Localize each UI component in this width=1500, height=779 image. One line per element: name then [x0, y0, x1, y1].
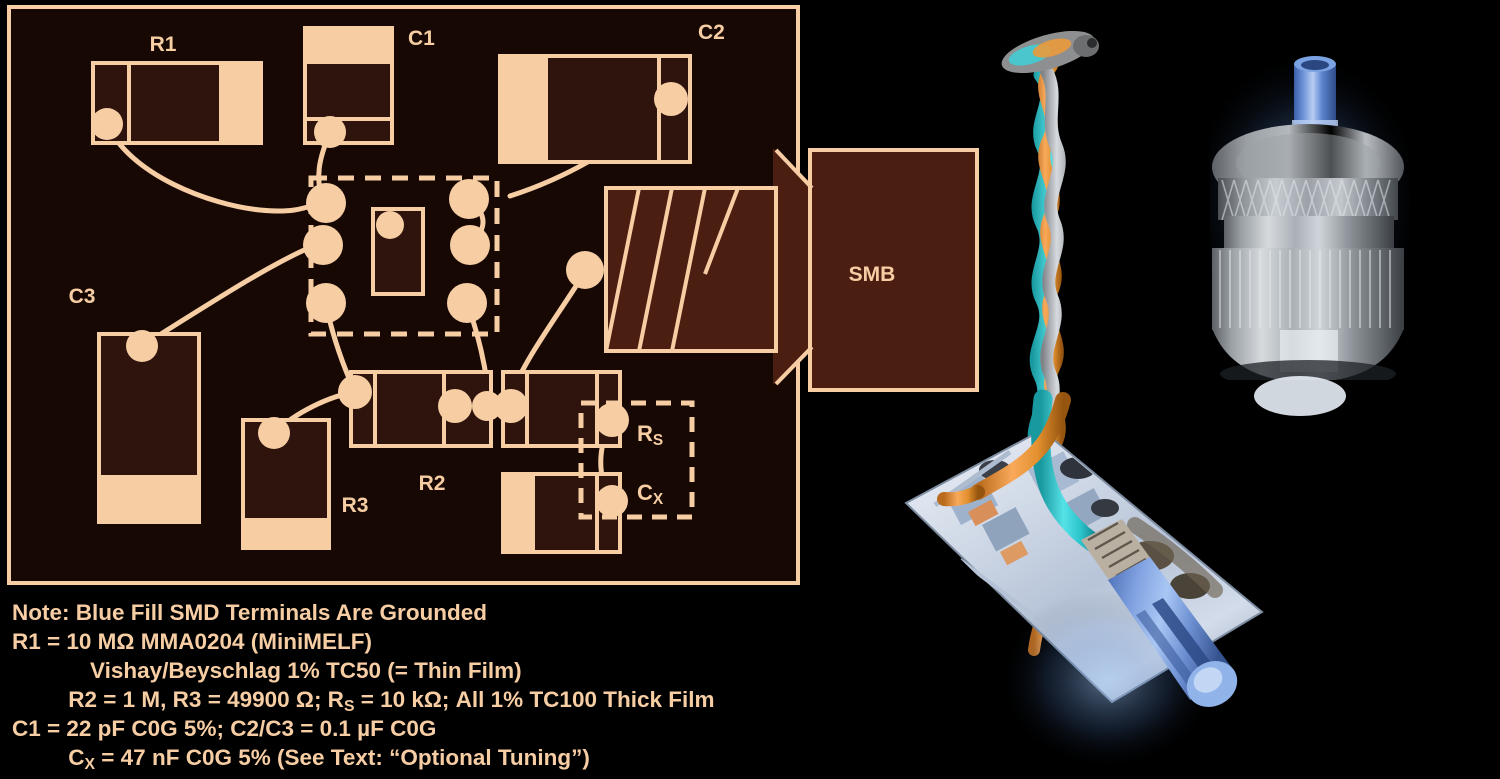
ic-pad-left-3: [306, 283, 346, 323]
caption-line-1: Note: Blue Fill SMD Terminals Are Ground…: [12, 600, 487, 625]
ic-pad-left-1: [306, 183, 346, 223]
cx-pad-right: [596, 485, 628, 517]
label-cx-main: C: [637, 480, 653, 505]
cx-left-terminal: [503, 474, 535, 552]
pcb-detail-flux: [1127, 517, 1223, 598]
label-rs-sub: S: [653, 432, 663, 449]
wire-tip-shadow: [1087, 38, 1097, 48]
pcb-photo-wires: [937, 389, 1108, 556]
ic-pad-right-2: [450, 225, 490, 265]
connector-pin-bore: [1301, 60, 1329, 70]
label-cx-sub: X: [653, 491, 664, 508]
c3-pad-top: [126, 330, 158, 362]
photo-top-highlight: [1254, 376, 1346, 416]
label-smb: SMB: [849, 263, 896, 286]
label-cx: CX: [637, 480, 664, 508]
component-cx: [501, 472, 628, 554]
c1-top-terminal: [305, 28, 392, 64]
pcb-detail-resistor-1: [967, 499, 999, 527]
pcb-photo-blue-connector: [998, 519, 1238, 770]
label-rs: RS: [637, 421, 663, 449]
pcb-detail-pad-2: [982, 507, 1030, 552]
label-rs-main: R: [637, 421, 653, 446]
c2-pad-right: [654, 82, 688, 116]
rs-cx-dashed-outline: [578, 400, 695, 520]
smb-hatch-region: [604, 186, 778, 353]
ic-pin1-dot: [376, 211, 404, 239]
caption-line-4-a: R2 = 1 M, R3 = 49900 Ω; R: [68, 687, 344, 712]
pcb-wire-cyan: [1031, 389, 1108, 556]
component-r2: R2: [338, 370, 502, 495]
blue-connector-end-highlight: [1193, 667, 1223, 693]
blue-connector-ferrule-texture: [1087, 521, 1147, 578]
connector-barrel-ribs: [1219, 250, 1391, 328]
optional-tuning-dashed-box: RS CX: [578, 400, 695, 520]
caption-line-5: C1 = 22 pF C0G 5%; C2/C3 = 0.1 µF C0G: [12, 716, 436, 741]
pcb-wire-orange-tail: [937, 485, 985, 507]
label-r3: R3: [342, 494, 369, 517]
label-r1: R1: [150, 33, 177, 56]
ic-pad-left-2: [303, 225, 343, 265]
label-c2: C2: [698, 21, 725, 44]
caption-line-2: R1 = 10 MΩ MMA0204 (MiniMELF): [12, 629, 372, 654]
connector-main-barrel: [1212, 248, 1404, 330]
r3-pad-top: [258, 417, 290, 449]
caption-line-3: Vishay/Beyschlag 1% TC50 (= Thin Film): [90, 658, 522, 683]
caption-line-4-sub: S: [344, 698, 355, 715]
pcb-detail-solder-5: [1091, 499, 1119, 517]
caption-line-6-b: = 47 nF C0G 5% (See Text: “Optional Tuni…: [95, 745, 590, 770]
pcb-detail-resistor-2: [1000, 540, 1029, 566]
component-r3: R3: [241, 417, 369, 550]
smb-neck: [775, 150, 812, 384]
smb-center-pad: [566, 251, 604, 289]
component-rs: [494, 370, 629, 448]
component-r1: R1: [91, 33, 263, 145]
component-smb-connector: SMB: [566, 148, 979, 392]
pcb-wire-orange: [970, 392, 1071, 500]
pcb-detail-trace-2: [958, 558, 1042, 622]
wire-tip-highlight-orange: [1032, 38, 1072, 58]
label-r2: R2: [419, 472, 446, 495]
ic-pad-right-3: [447, 283, 487, 323]
connector-knurl-texture: [1221, 179, 1391, 221]
r1-right-terminal: [221, 63, 261, 143]
connector-pin-ring: [1292, 120, 1338, 127]
caption-line-6: CX = 47 nF C0G 5% (See Text: “Optional T…: [12, 745, 634, 773]
caption-line-6-sub: X: [85, 756, 96, 773]
label-c3: C3: [69, 285, 96, 308]
component-c1: C1: [303, 26, 435, 148]
r3-bottom-terminal: [243, 518, 329, 548]
rs-pad-left: [494, 389, 528, 423]
smb-neck-edge-bottom: [774, 345, 814, 386]
smb-coax-connector: [1210, 50, 1410, 380]
caption-line-4-b: = 10 kΩ; All 1% TC100 Thick Film: [354, 687, 714, 712]
caption-line-4: R2 = 1 M, R3 = 49900 Ω; RS = 10 kΩ; All …: [12, 687, 758, 715]
label-c1: C1: [408, 27, 435, 50]
smb-neck-edge-top: [774, 148, 814, 190]
r2-pad-left: [338, 375, 372, 409]
wire-tip-crimp: [1001, 30, 1099, 74]
r1-pad-left: [91, 108, 123, 140]
component-c2: C2: [498, 21, 725, 164]
connector-mid-body: [1224, 216, 1394, 252]
ic-pad-right-1: [449, 179, 489, 219]
connector-bottom-shadow: [1220, 360, 1396, 380]
smb-pad-body: [808, 148, 979, 392]
smb-hatch-lines: [604, 187, 740, 352]
r2-pad-right: [438, 389, 472, 423]
c1-pad-bottom: [314, 116, 346, 148]
component-c3: C3: [69, 285, 201, 524]
c2-left-terminal: [500, 56, 548, 162]
caption-block: Note: Blue Fill SMD Terminals Are Ground…: [12, 600, 758, 773]
blue-connector-barrel-slot-2: [1136, 610, 1196, 686]
r2-pad-mid: [472, 391, 502, 421]
blue-connector-barrel-slot-1: [1152, 598, 1215, 675]
caption-line-6-a: C: [68, 745, 84, 770]
component-ic: [303, 175, 500, 337]
c3-bottom-terminal: [99, 475, 199, 522]
rs-pad-right: [595, 403, 629, 437]
assembled-board-photo: [904, 376, 1346, 770]
